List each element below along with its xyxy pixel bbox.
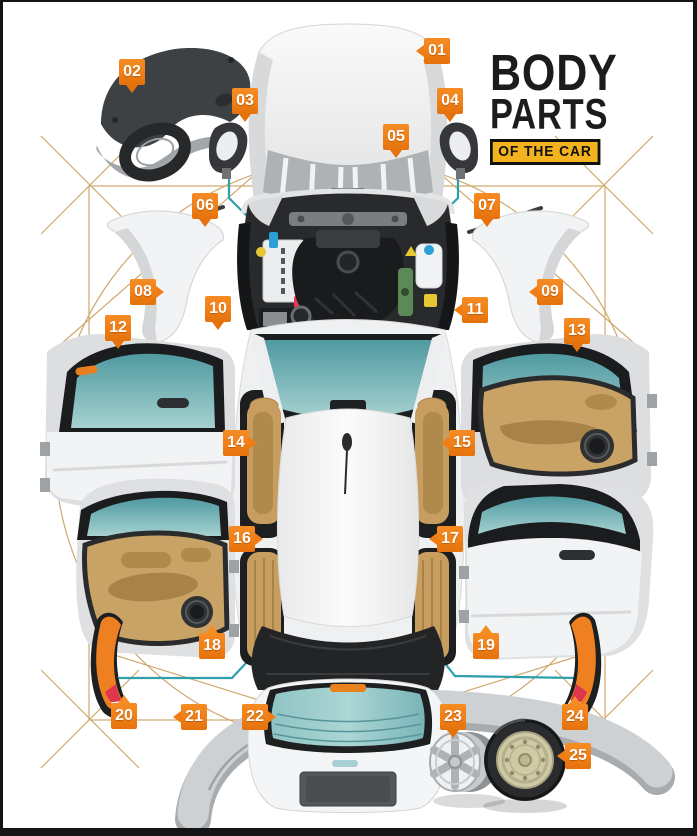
title-line-1: BODY <box>490 43 618 101</box>
roof-art <box>276 408 420 627</box>
front-right-door-art <box>461 334 657 511</box>
part-label-19: 19 <box>473 625 499 659</box>
part-label-12: 12 <box>105 315 131 349</box>
title-block: BODY PARTS OF THE CAR <box>490 43 620 165</box>
part-label-04: 04 <box>437 88 463 122</box>
car-parts-illustration <box>40 23 675 828</box>
part-label-01: 01 <box>416 38 450 64</box>
part-label-17: 17 <box>429 526 463 552</box>
part-label-21: 21 <box>173 704 207 730</box>
trunk-lid-art <box>247 678 449 813</box>
part-label-08: 08 <box>130 279 164 305</box>
rim-shadow <box>433 794 505 808</box>
part-label-05: 05 <box>383 124 409 158</box>
left-mirror-art <box>209 122 248 179</box>
part-label-06: 06 <box>192 193 218 227</box>
rear-left-door-art <box>76 478 239 658</box>
part-label-03: 03 <box>232 88 258 122</box>
wheel-tire-art <box>484 718 566 801</box>
wheel-shadow <box>483 799 567 813</box>
part-label-14: 14 <box>223 430 257 456</box>
front-seats-art <box>247 397 449 524</box>
alloy-rim-art <box>429 732 499 792</box>
trunk-opening-art <box>251 626 445 690</box>
part-label-18: 18 <box>199 625 225 659</box>
part-label-20: 20 <box>111 695 137 729</box>
part-label-16: 16 <box>229 526 263 552</box>
part-label-07: 07 <box>474 193 500 227</box>
part-label-11: 11 <box>454 297 488 323</box>
part-label-15: 15 <box>441 430 475 456</box>
part-label-24: 24 <box>562 696 588 730</box>
part-label-23: 23 <box>440 704 466 738</box>
right-mirror-art <box>439 122 478 179</box>
part-label-22: 22 <box>242 704 276 730</box>
rear-right-door-art <box>459 482 654 660</box>
part-label-25: 25 <box>557 743 591 769</box>
title-line-2: PARTS <box>490 89 609 138</box>
title-badge: OF THE CAR <box>490 139 601 165</box>
left-fender-art <box>106 210 225 343</box>
part-label-10: 10 <box>205 296 231 330</box>
part-label-02: 02 <box>119 59 145 93</box>
part-label-13: 13 <box>564 318 590 352</box>
part-label-09: 09 <box>529 279 563 305</box>
right-taillight-art <box>561 612 602 719</box>
engine-bay-art <box>237 188 459 335</box>
